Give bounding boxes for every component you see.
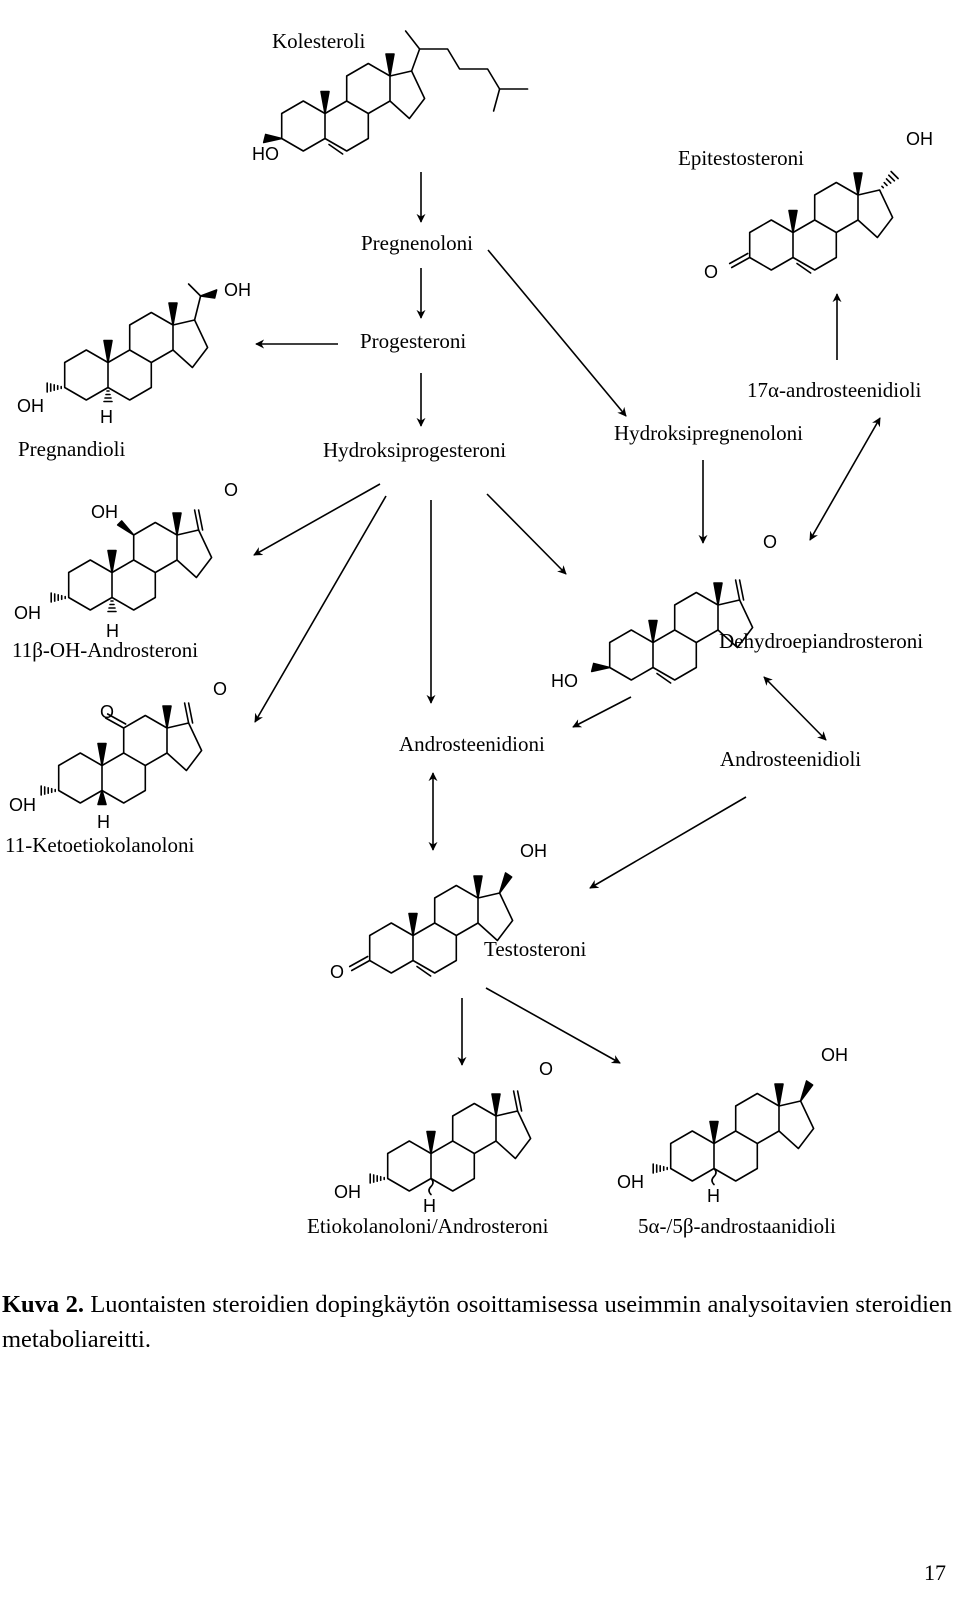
label-hydroksipregnenoloni: Hydroksipregnenoloni <box>614 421 803 445</box>
atom-o-epitestosteroni: O <box>704 262 719 282</box>
arrow-17a-dhea <box>809 417 881 541</box>
label-pregnenoloni: Pregnenoloni <box>361 231 473 255</box>
atom-h-ketoetiokolanoloni: H <box>97 812 110 832</box>
atom-o-dhea: O <box>763 532 778 552</box>
atom-h-androstaanidioli: H <box>707 1186 720 1206</box>
label-hydroksiprogesteroni: Hydroksiprogesteroni <box>323 438 507 462</box>
label-dehydroepiandrosteroni: Dehydroepiandrosteroni <box>719 629 924 653</box>
atom-o-etiokolanoloni: O <box>539 1059 554 1079</box>
structure-11-ketoetiokolanoloni <box>40 702 203 806</box>
caption-text: Luontaisten steroidien dopingkäytön osoi… <box>2 1291 952 1353</box>
structure-androstaanidioli <box>652 1080 815 1186</box>
label-androsteenidioli: Androsteenidioli <box>720 747 862 771</box>
atom-oh-androstaanidioli-17: OH <box>821 1045 848 1065</box>
label-11b-oh-androsteroni: 11β-OH-Androsteroni <box>12 638 199 662</box>
label-testosteroni: Testosteroni <box>484 937 587 961</box>
label-epitestosteroni: Epitestosteroni <box>678 146 804 170</box>
arrow-dhea-androsteenidioli <box>763 676 827 741</box>
caption-label: Kuva 2. <box>2 1291 84 1318</box>
atom-o-testosteroni: O <box>330 962 345 982</box>
page-number: 17 <box>924 1560 946 1585</box>
arrow-hydroksiprogesteroni-11b <box>253 483 381 556</box>
atom-ho-kolesteroli: HO <box>252 144 279 164</box>
structure-pregnandioli <box>46 283 218 403</box>
label-17a-androsteenidioli: 17α-androsteenidioli <box>747 378 922 402</box>
structure-epitestosteroni <box>728 170 899 274</box>
atom-oh-etiokolanoloni: OH <box>334 1182 361 1202</box>
atom-h-pregnandioli: H <box>100 407 113 427</box>
atom-oh-11b-androsteroni-3: OH <box>14 603 41 623</box>
atom-o-11b-androsteroni: O <box>224 480 239 500</box>
atom-oh-pregnandioli-3: OH <box>17 396 44 416</box>
label-pregnandioli: Pregnandioli <box>18 437 126 461</box>
figure-caption: Kuva 2. Luontaisten steroidien dopingkäy… <box>2 1288 952 1358</box>
atom-o-ketoetiokolanoloni-17: O <box>213 679 228 699</box>
atom-h-etiokolanoloni: H <box>423 1196 436 1216</box>
atom-o-ketoetiokolanoloni-11: O <box>100 702 115 722</box>
arrow-hydroksiprogesteroni-ketoetio <box>254 495 387 723</box>
atom-oh-androstaanidioli-3: OH <box>617 1172 644 1192</box>
structure-etiokolanoloni <box>369 1090 532 1196</box>
atom-h-11b-androsteroni: H <box>106 621 119 641</box>
label-etiokolanoloni-androsteroni: Etiokolanoloni/Androsteroni <box>307 1214 549 1238</box>
atom-oh-ketoetiokolanoloni: OH <box>9 795 36 815</box>
atom-ho-dhea: HO <box>551 671 578 691</box>
structure-11b-oh-androsteroni <box>50 509 213 613</box>
label-androsteenidioni: Androsteenidioni <box>399 732 545 756</box>
label-kolesteroli: Kolesteroli <box>272 29 366 53</box>
atom-oh-11b-androsteroni-11: OH <box>91 502 118 522</box>
atom-oh-epitestosteroni: OH <box>906 129 933 149</box>
arrow-dhea-androsteenidioni <box>572 696 632 728</box>
label-11-ketoetiokolanoloni: 11-Ketoetiokolanoloni <box>5 833 195 857</box>
atom-oh-pregnandioli-side: OH <box>224 280 251 300</box>
arrow-androsteenidioli-testosteroni <box>589 796 747 889</box>
structure-kolesteroli <box>262 30 529 155</box>
structure-dhea <box>590 579 754 684</box>
atom-oh-testosteroni: OH <box>520 841 547 861</box>
arrow-pregnenoloni-hydroksipregnenoloni <box>487 249 627 417</box>
structure-testosteroni <box>348 872 514 977</box>
label-androstaanidioli: 5α-/5β-androstaanidioli <box>638 1214 836 1238</box>
arrow-testosteroni-androstaanidioli <box>485 987 621 1064</box>
label-progesteroni: Progesteroni <box>360 329 467 353</box>
arrow-hydroksiprogesteroni-dhea <box>486 493 567 575</box>
